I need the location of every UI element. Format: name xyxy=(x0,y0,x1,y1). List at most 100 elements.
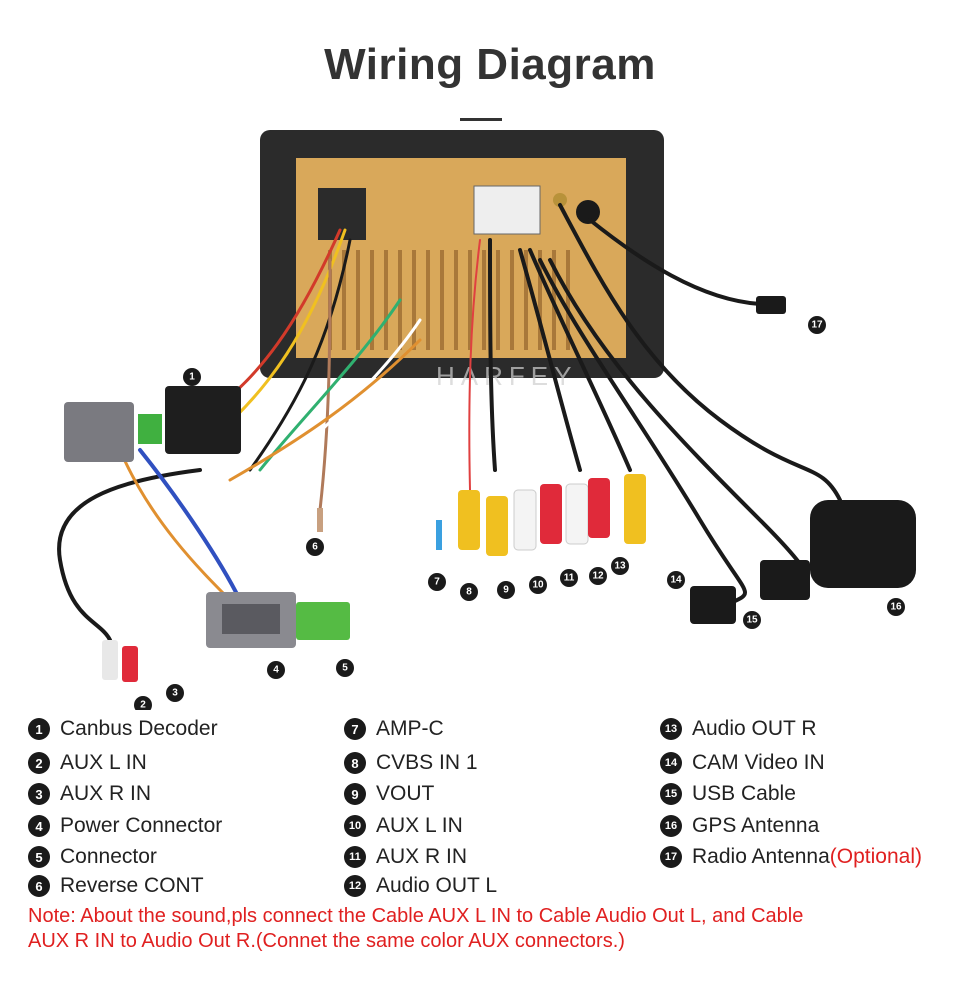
legend-label: USB Cable xyxy=(692,782,796,805)
legend-item: 5 Connector xyxy=(28,844,157,870)
callout-circle xyxy=(589,567,607,585)
number-badge: 14 xyxy=(660,752,682,774)
legend-label: Radio Antenna xyxy=(692,845,830,868)
legend-item: 13 Audio OUT R xyxy=(660,716,817,742)
callout-number: 3 xyxy=(172,688,178,699)
page-title: Wiring Diagram xyxy=(324,40,656,89)
callout-number: 7 xyxy=(434,577,440,588)
note-line-2: AUX R IN to Audio Out R.(Connet the same… xyxy=(28,930,625,952)
callout-circle xyxy=(560,569,578,587)
legend-item: 16 GPS Antenna xyxy=(660,813,819,839)
legend-label: AUX L IN xyxy=(60,751,147,774)
number-badge: 4 xyxy=(28,815,50,837)
callout-circle xyxy=(428,573,446,591)
callout-circle xyxy=(808,316,826,334)
callout-number: 10 xyxy=(532,580,544,591)
usb-connectors xyxy=(690,560,810,624)
gps-antenna xyxy=(810,500,916,588)
legend-label: Canbus Decoder xyxy=(60,717,218,740)
legend-item: 3 AUX R IN xyxy=(28,781,151,807)
legend-label: CVBS IN 1 xyxy=(376,751,478,774)
legend-label: AUX L IN xyxy=(376,814,463,837)
legend-item: 7 AMP-C xyxy=(344,716,444,742)
legend-label: Audio OUT L xyxy=(376,874,498,897)
callout-number: 11 xyxy=(564,573,575,584)
number-badge: 7 xyxy=(344,718,366,740)
callout-badge: 3 xyxy=(166,684,184,702)
legend-label: AUX R IN xyxy=(60,782,152,805)
rca-plug-row xyxy=(436,474,646,556)
callout-number: 16 xyxy=(890,602,902,613)
head-unit: HARFEY xyxy=(260,130,664,391)
green-connector xyxy=(296,602,350,640)
callout-circle xyxy=(887,598,905,616)
canbus-decoder xyxy=(165,386,241,454)
power-socket xyxy=(318,188,366,240)
number-badge: 12 xyxy=(344,875,366,897)
callout-circle xyxy=(267,661,285,679)
reverse-wire-end xyxy=(317,508,323,532)
callout-badge: 8 xyxy=(460,583,478,601)
callout-number: 15 xyxy=(746,615,758,626)
legend-item: 4 Power Connector xyxy=(28,813,222,839)
main-socket xyxy=(473,185,541,235)
callout-badge: 17 xyxy=(808,316,826,334)
callout-badge: 1 xyxy=(183,368,201,386)
cable-bundle xyxy=(57,203,842,642)
note-line-1: Note: About the sound,pls connect the Ca… xyxy=(28,905,804,927)
legend-label: CAM Video IN xyxy=(692,751,825,774)
radio-antenna-plug xyxy=(756,296,786,314)
callout-badge: 5 xyxy=(336,659,354,677)
number-badge: 13 xyxy=(660,718,682,740)
callout-number: 6 xyxy=(312,542,318,553)
legend-item: 12 Audio OUT L xyxy=(344,873,497,899)
number-badge: 10 xyxy=(344,815,366,837)
number-badge: 5 xyxy=(28,846,50,868)
legend-label: Power Connector xyxy=(60,814,223,837)
callout-number: 8 xyxy=(466,587,472,598)
number-badge: 1 xyxy=(28,718,50,740)
number-badge: 2 xyxy=(28,752,50,774)
callout-badge: 15 xyxy=(743,611,761,629)
legend-item: 10 AUX L IN xyxy=(344,813,463,839)
callout-number: 14 xyxy=(670,575,682,586)
harness-plug-left xyxy=(64,402,162,462)
legend-label: Connector xyxy=(60,845,157,868)
wiring-note: Note: About the sound,pls connect the Ca… xyxy=(28,904,948,954)
callout-badge: 4 xyxy=(267,661,285,679)
callout-badge: 9 xyxy=(497,581,515,599)
legend-label: GPS Antenna xyxy=(692,814,820,837)
legend-item: 2 AUX L IN xyxy=(28,750,147,776)
number-badge: 3 xyxy=(28,783,50,805)
callout-number: 5 xyxy=(342,663,348,674)
callout-badge: 12 xyxy=(589,567,607,585)
callout-badge: 14 xyxy=(667,571,685,589)
number-badge: 15 xyxy=(660,783,682,805)
legend-label: AUX R IN xyxy=(376,845,468,868)
callout-number: 13 xyxy=(614,561,626,572)
callout-number: 2 xyxy=(140,700,146,711)
callout-circle xyxy=(529,576,547,594)
number-badge: 16 xyxy=(660,815,682,837)
callout-circle xyxy=(497,581,515,599)
callout-number: 1 xyxy=(189,372,195,383)
legend-label: AMP-C xyxy=(376,717,444,740)
power-connector xyxy=(206,592,296,648)
legend-label: Audio OUT R xyxy=(692,717,817,740)
callout-badge: 7 xyxy=(428,573,446,591)
callout-badge: 2 xyxy=(134,696,152,710)
gps-socket xyxy=(576,200,600,224)
optional-tag: (Optional) xyxy=(829,845,922,868)
legend-item: 1 Canbus Decoder xyxy=(28,716,218,742)
callout-number: 4 xyxy=(273,665,279,676)
callout-circle xyxy=(336,659,354,677)
legend-label: Reverse CONT xyxy=(60,874,204,897)
wiring-illustration: HARFEY xyxy=(57,130,916,710)
legend-item: 14 CAM Video IN xyxy=(660,750,825,776)
title-underline xyxy=(460,118,502,121)
